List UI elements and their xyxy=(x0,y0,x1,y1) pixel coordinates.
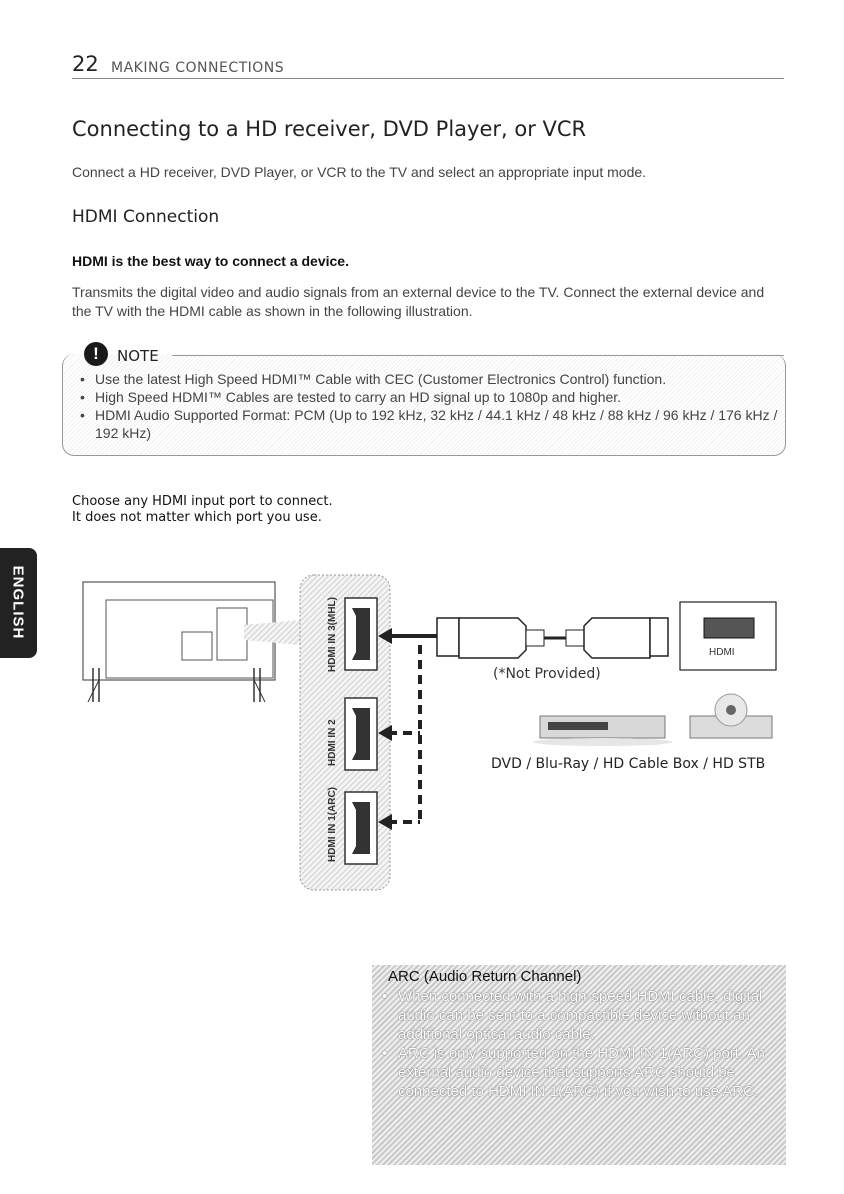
note-list: Use the latest High Speed HDMI™ Cable wi… xyxy=(78,370,778,442)
disc-player-icon xyxy=(689,693,773,739)
device-list: DVD / Blu-Ray / HD Cable Box / HD STB xyxy=(491,756,766,772)
connection-arrows xyxy=(378,628,437,830)
arc-title: ARC (Audio Return Channel) xyxy=(388,968,582,985)
device-hdmi-port xyxy=(679,601,777,671)
hdmi-body: Transmits the digital video and audio si… xyxy=(72,284,765,319)
arc-list: When connected with a high-speed HDMI ca… xyxy=(380,987,780,1101)
note-divider xyxy=(172,355,784,356)
port-label-hdmi2: HDMI IN 2 xyxy=(327,719,338,766)
arc-item: ARC is only supported on the HDMI IN 1(A… xyxy=(380,1044,780,1101)
port-label-hdmi1: HDMI IN 1(ARC) xyxy=(327,787,338,862)
hdmi-heading: HDMI Connection xyxy=(72,207,220,227)
choose-text: Choose any HDMI input port to connect. I… xyxy=(72,494,333,526)
choose-line-1: Choose any HDMI input port to connect. xyxy=(72,494,333,509)
intro-text: Connect a HD receiver, DVD Player, or VC… xyxy=(72,164,647,180)
port-label-hdmi3: HDMI IN 3(MHL) xyxy=(327,597,338,672)
section-title: MAKING CONNECTIONS xyxy=(111,60,285,76)
language-tab xyxy=(0,548,37,658)
cable-note: (*Not Provided) xyxy=(493,666,601,682)
connection-diagram xyxy=(82,574,777,891)
tv-back-illustration xyxy=(82,581,300,703)
note-item: High Speed HDMI™ Cables are tested to ca… xyxy=(78,388,778,406)
page-title: Connecting to a HD receiver, DVD Player,… xyxy=(72,117,587,141)
page-number: 22 xyxy=(72,52,99,76)
hdmi-cable xyxy=(436,617,669,659)
note-label: NOTE xyxy=(117,347,159,365)
warning-icon: ! xyxy=(84,342,108,366)
arc-item: When connected with a high-speed HDMI ca… xyxy=(380,987,780,1044)
note-item: HDMI Audio Supported Format: PCM (Up to … xyxy=(78,406,778,442)
hdmi-subheading: HDMI is the best way to connect a device… xyxy=(72,253,349,269)
note-item: Use the latest High Speed HDMI™ Cable wi… xyxy=(78,370,778,388)
choose-line-2: It does not matter which port you use. xyxy=(72,510,322,525)
header-divider xyxy=(72,78,784,79)
device-port-label: HDMI xyxy=(709,647,735,658)
dvd-player-icon xyxy=(533,715,673,746)
hdmi-port-panel xyxy=(299,574,391,891)
